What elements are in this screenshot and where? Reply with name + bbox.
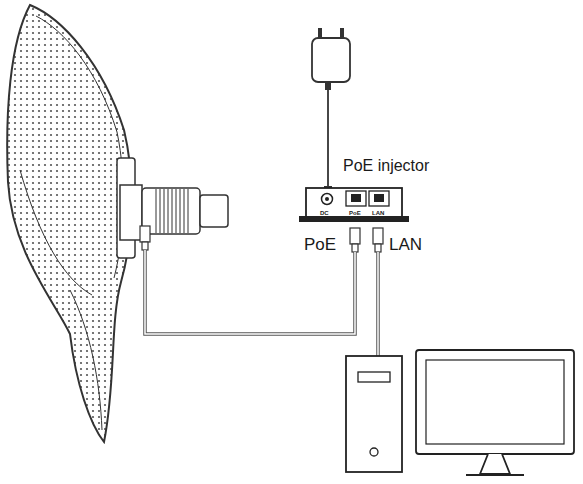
cable-label: PoE: [304, 236, 336, 253]
device-node: PoE injectorDC PoE LAN: [298, 152, 443, 222]
ethernet-cables: [145, 228, 383, 356]
poe-injector-body: [299, 188, 409, 222]
port-label: LAN: [372, 210, 384, 216]
monitor: [416, 350, 574, 475]
pc-tower: [346, 356, 402, 472]
port-label: DC: [320, 210, 329, 216]
device-title: PoE injector: [343, 158, 429, 174]
cable-label: LAN: [389, 236, 422, 253]
dish-antenna: [7, 5, 228, 442]
port-label: PoE: [349, 210, 361, 216]
